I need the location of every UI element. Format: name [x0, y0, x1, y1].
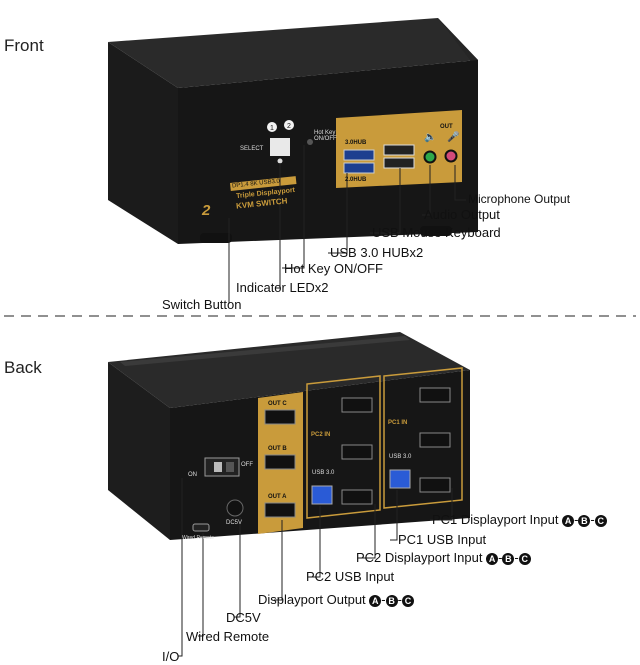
usb-mouse-keyboard-label: USB Mouse Keyboard: [372, 225, 501, 240]
front-callout-lines: [228, 145, 466, 304]
io-label: I/O: [162, 649, 180, 664]
hub30-label: 3.0HUB: [345, 140, 367, 146]
letter-a-icon: A: [369, 594, 382, 607]
dp-output-label: Displayport Output A-B-C: [258, 592, 414, 607]
pc2-in-label: PC2 IN: [311, 432, 331, 438]
back-section-title: Back: [4, 358, 42, 377]
front-section-title: Front: [4, 36, 44, 55]
microphone-jack-icon[interactable]: [444, 149, 458, 163]
svg-text:🎤: 🎤: [447, 130, 460, 143]
letter-b-icon: B: [578, 514, 591, 527]
letter-a-icon: A: [562, 514, 575, 527]
pc1-input-box: [383, 367, 463, 509]
pc2-usb-input-label: PC2 USB Input: [306, 569, 395, 584]
letter-a-icon: A: [486, 552, 499, 565]
out-label: OUT: [440, 124, 453, 130]
pc2-dp-input-text: PC2 Displayport Input: [356, 550, 483, 565]
pc1-usb-port[interactable]: [389, 469, 411, 489]
svg-text:1: 1: [270, 125, 274, 132]
back-device: [108, 332, 470, 540]
out-c-label: OUT C: [268, 401, 287, 407]
front-device: [108, 18, 478, 244]
pc2-input-box: [306, 375, 381, 519]
wired-remote-label: Wired Remote: [186, 629, 270, 644]
pc1-dp-input-text: PC1 Displayport Input: [432, 512, 559, 527]
hotkey-panel-label: Hot Key ON/OFF: [314, 130, 337, 142]
indicator-led-icon: [277, 158, 283, 164]
letter-c-icon: C: [518, 552, 531, 565]
hotkey-switch[interactable]: [307, 139, 313, 145]
back-panel: [192, 367, 463, 534]
usb-hub-label: USB 3.0 HUBx2: [330, 245, 424, 260]
audio-output-label: Audio Output: [424, 207, 500, 222]
brand-number: 2: [202, 202, 211, 219]
switch-button-label: Switch Button: [162, 297, 242, 312]
svg-text:🔈: 🔈: [424, 132, 436, 143]
hub20-label: 2.0HUB: [345, 177, 367, 183]
letter-c-icon: C: [401, 594, 414, 607]
letter-b-icon: B: [502, 552, 515, 565]
letter-b-icon: B: [385, 594, 398, 607]
indicator-led-label: Indicator LEDx2: [236, 280, 329, 295]
wired-remote-panel-label: Wired Remote: [182, 535, 214, 541]
off-label: OFF: [241, 462, 253, 468]
out-b-label: OUT B: [268, 446, 287, 452]
pc1-usb-input-label: PC1 USB Input: [398, 532, 487, 547]
out-a-label: OUT A: [268, 494, 287, 500]
pc2-dp-input-label: PC2 Displayport Input A-B-C: [356, 550, 531, 565]
dc5v-label: DC5V: [226, 610, 261, 625]
pc1-dp-input-label: PC1 Displayport Input A-B-C: [432, 512, 607, 527]
select-label: SELECT: [240, 146, 264, 152]
wired-remote-port[interactable]: [192, 523, 210, 532]
usb30-right-label: USB 3.0: [389, 454, 412, 460]
back-callout-lines: [178, 478, 453, 657]
dp-output-text: Displayport Output: [258, 592, 366, 607]
usb30-left-label: USB 3.0: [312, 470, 335, 476]
svg-text:2: 2: [287, 123, 291, 130]
letter-c-icon: C: [594, 514, 607, 527]
hotkey-label: Hot Key ON/OFF: [284, 261, 383, 276]
switch-button[interactable]: [270, 138, 290, 156]
microphone-output-label: Microphone Output: [468, 192, 571, 206]
dc5v-jack-icon[interactable]: [226, 499, 244, 517]
dc5v-panel-label: DC5V: [226, 520, 243, 526]
pc2-usb-port[interactable]: [311, 485, 333, 505]
pc1-in-label: PC1 IN: [388, 420, 408, 426]
on-label: ON: [188, 472, 197, 478]
audio-jack-icon[interactable]: [423, 150, 437, 164]
